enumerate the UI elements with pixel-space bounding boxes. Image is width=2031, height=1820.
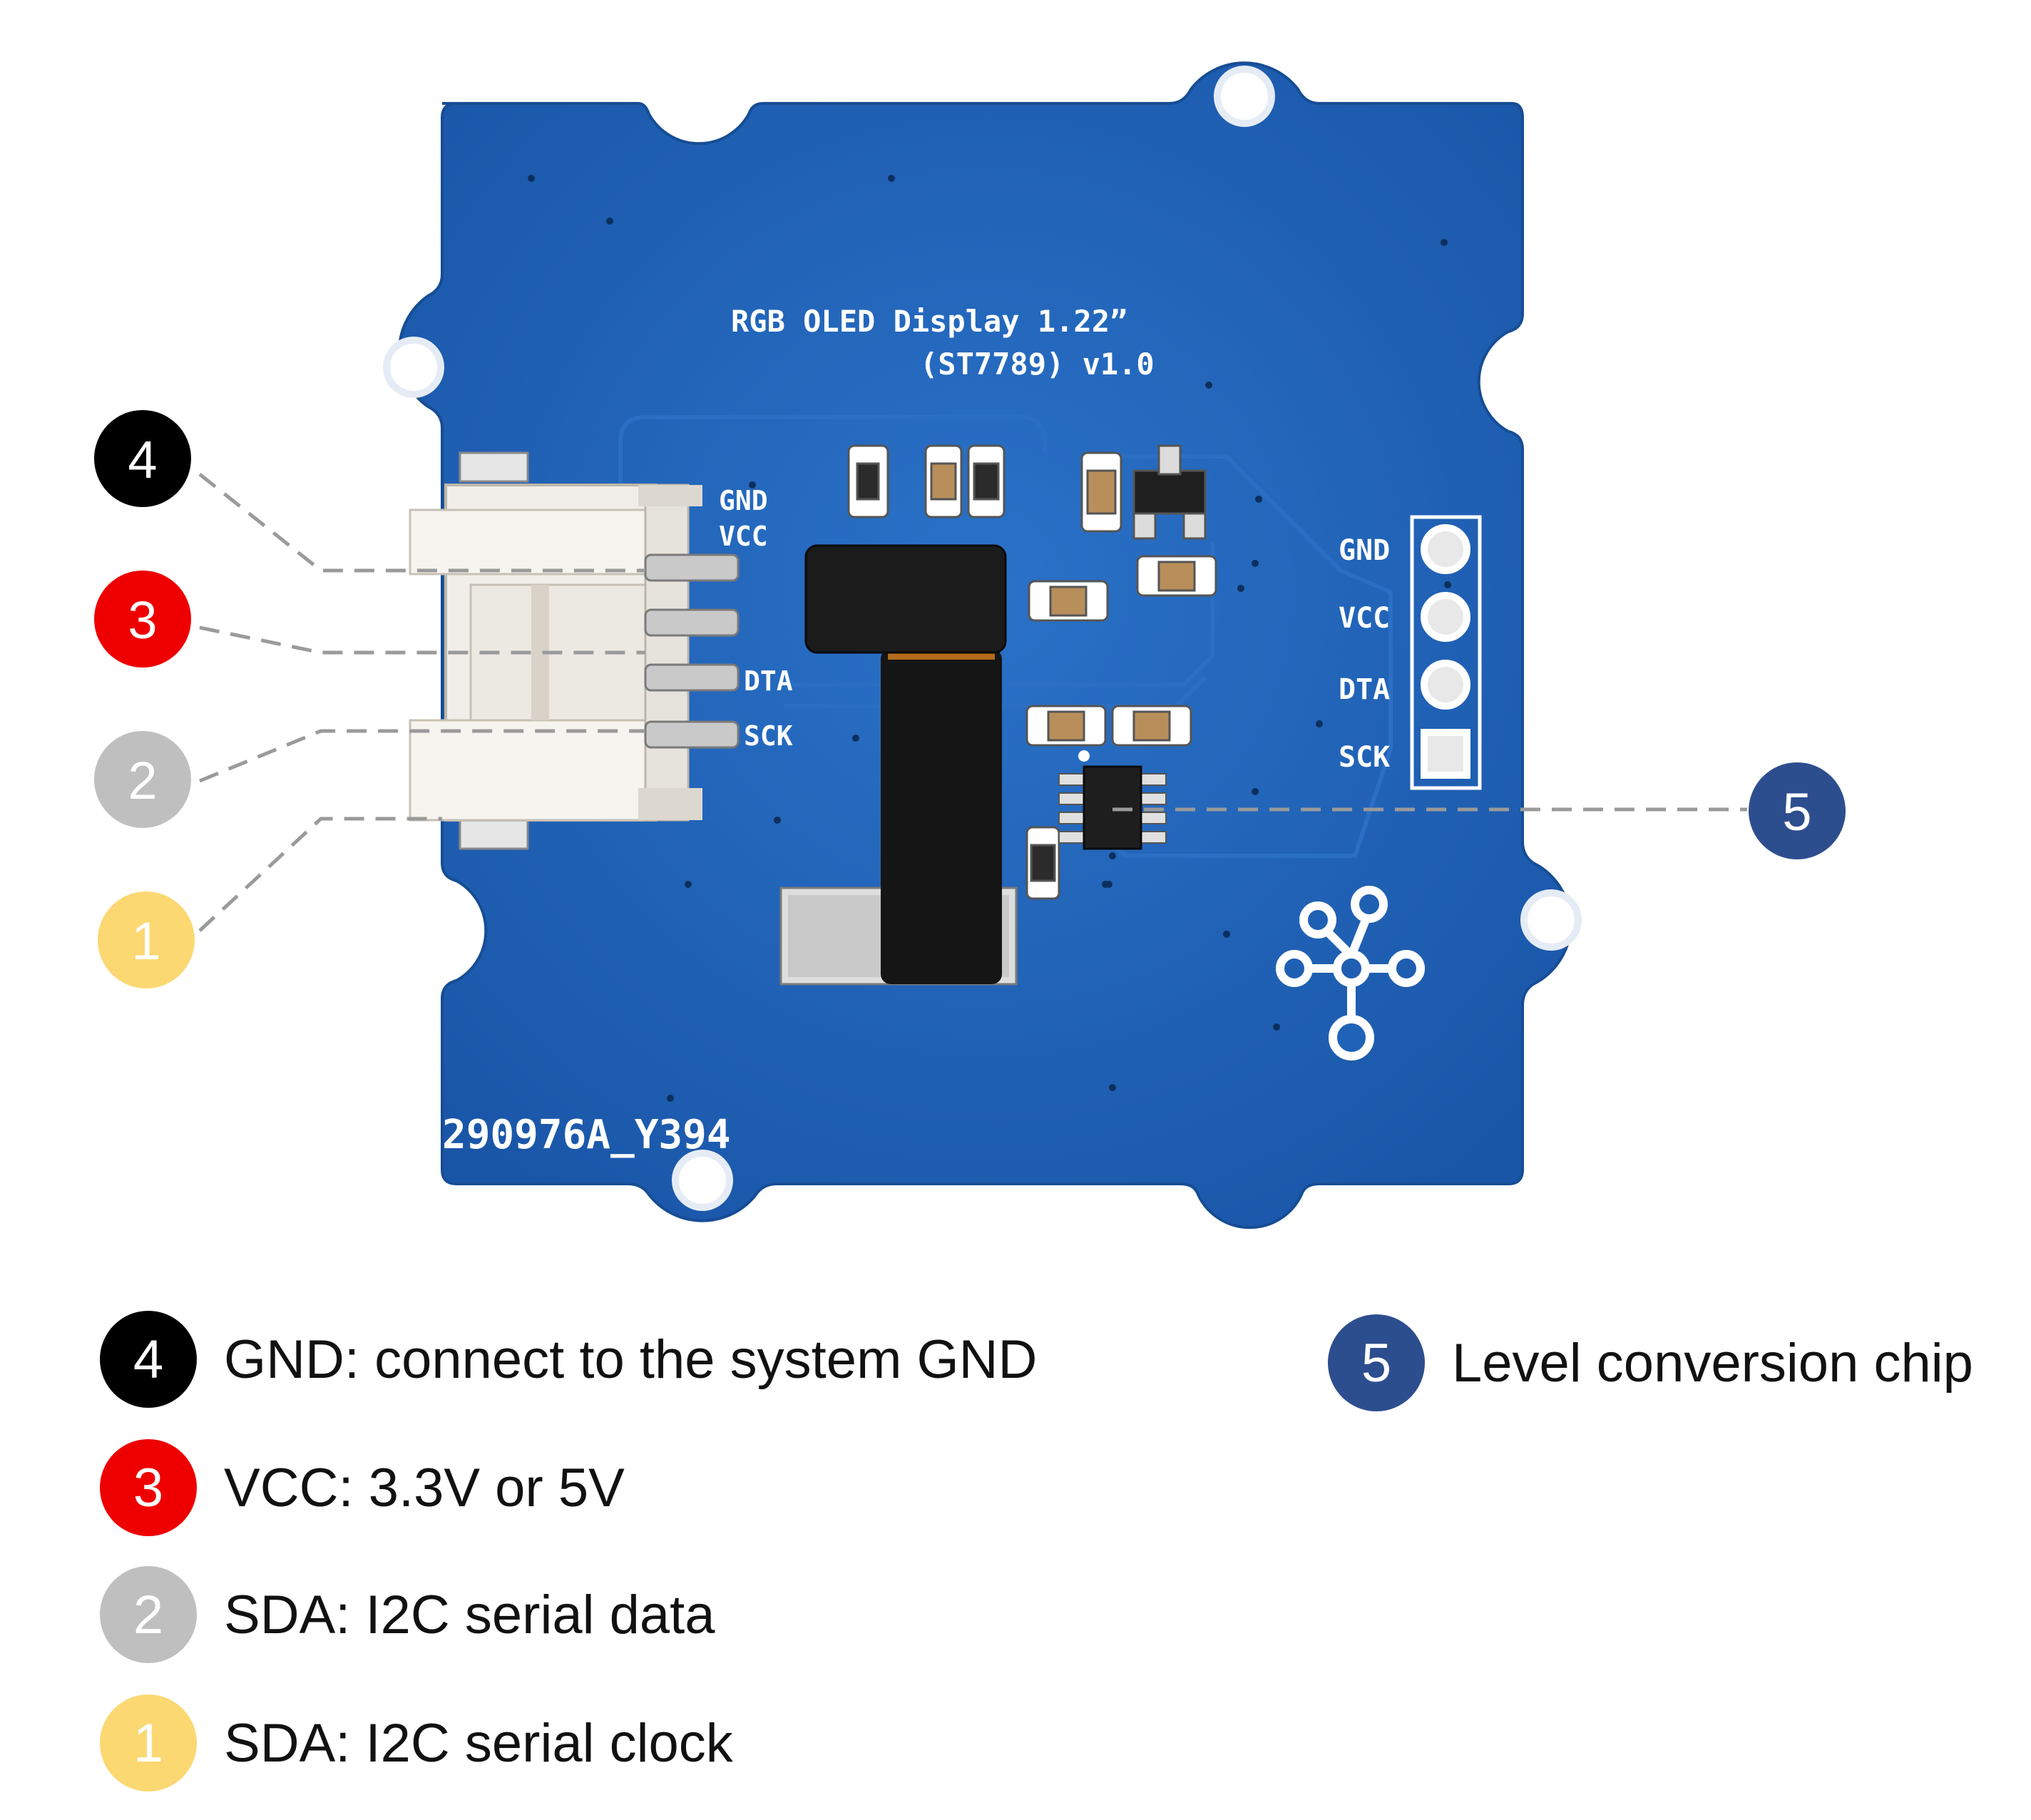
- callout-5-number: 5: [1782, 782, 1811, 842]
- callout-4-number: 4: [128, 430, 157, 489]
- connector-label-vcc: VCC: [719, 521, 768, 552]
- board-part-number: 290976A_Y394: [442, 1112, 731, 1158]
- leader-line-1: [200, 819, 442, 931]
- connector-label-dta: DTA: [744, 665, 793, 697]
- header-label-dta: DTA: [1339, 673, 1390, 706]
- callout-3-number: 3: [128, 591, 157, 650]
- connector-label-sck: SCK: [744, 720, 793, 752]
- header-label-sck: SCK: [1339, 741, 1390, 774]
- board-title-line1: RGB OLED Display 1.22”: [731, 304, 1127, 339]
- header-label-gnd: GND: [1339, 534, 1390, 567]
- callout-2-number: 2: [128, 751, 157, 810]
- connector-label-gnd: GND: [719, 485, 768, 516]
- callout-1-number: 1: [131, 911, 160, 971]
- board-title-line2: (ST7789) v1.0: [920, 347, 1155, 382]
- header-label-vcc: VCC: [1339, 602, 1390, 635]
